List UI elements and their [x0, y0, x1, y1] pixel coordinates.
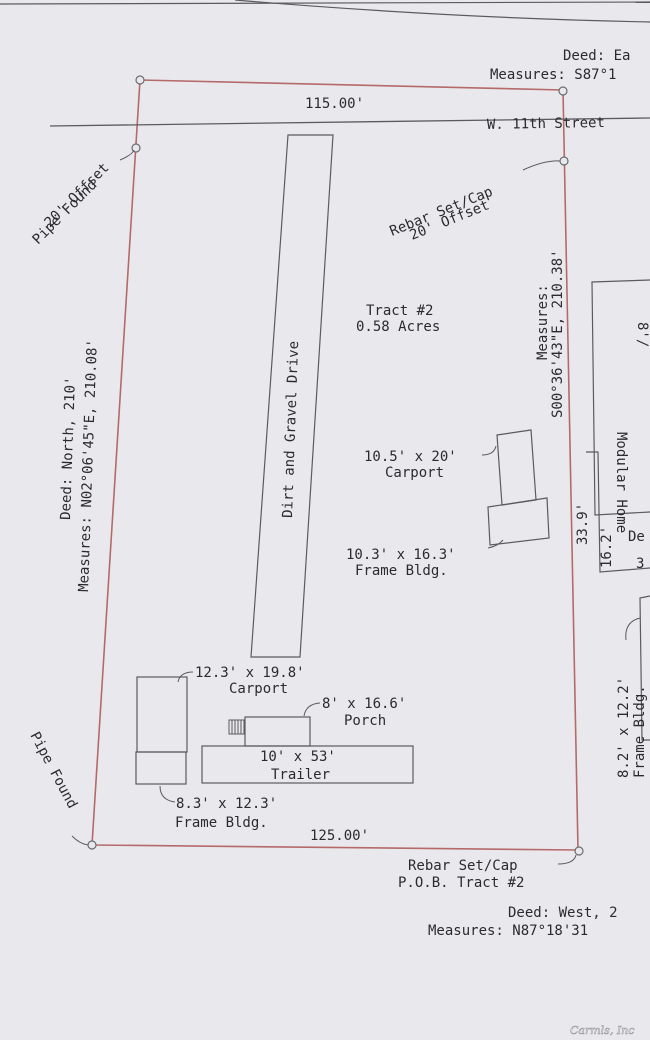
- rebar-top-leader: [522, 160, 561, 171]
- frame-bldg-left-outline: [135, 751, 187, 785]
- pipe-found-leader: [119, 149, 135, 161]
- dirt-gravel-drive: [250, 134, 334, 658]
- tract-name: Tract #2: [366, 303, 433, 319]
- rebar-bottom-label: Rebar Set/Cap: [408, 858, 518, 874]
- carport-right-label: Carport: [385, 465, 444, 481]
- porch-dim: 8' x 16.6': [322, 696, 406, 712]
- carport-right-outline: [496, 429, 537, 506]
- watermark-logo: Carmls, Inc: [570, 1024, 634, 1037]
- frame-right-dim: 10.3' x 16.3': [346, 547, 456, 563]
- measures-north-text: Measures: S87°1: [490, 67, 616, 83]
- pob-label: P.O.B. Tract #2: [398, 875, 524, 891]
- porch-label: Porch: [344, 713, 386, 729]
- carport-right-dim: 10.5' x 20': [364, 449, 457, 465]
- carport-left-leader: [177, 671, 194, 683]
- frame-bldg-right-outline: [487, 497, 550, 546]
- property-boundary: [91, 79, 579, 851]
- steps-icon: [228, 719, 245, 735]
- three-partial-label: 3: [636, 556, 644, 572]
- offset-top-left-label: 20' Offset: [42, 160, 113, 231]
- carport-left-label: Carport: [229, 681, 288, 697]
- neighbor-bldg-leader: [625, 617, 641, 641]
- carport-left-dim: 12.3' x 19.8': [195, 665, 305, 681]
- trailer-label: Trailer: [271, 767, 330, 783]
- frame-left-leader: [159, 785, 176, 803]
- carport-right-leader: [481, 445, 497, 456]
- carport-left-outline: [136, 676, 188, 753]
- dim-33-9: 33.9': [575, 503, 591, 545]
- trailer-dim: 10' x 53': [260, 749, 336, 765]
- rebar-bottom-leader: [557, 854, 577, 865]
- east-measures-line1: Measures:: [535, 284, 551, 360]
- modular-home-label: Modular Home: [613, 432, 629, 533]
- north-dimension: 115.00': [305, 96, 364, 112]
- pipe-found-bottom-leader: [71, 835, 89, 846]
- top-edge-line: [0, 1, 650, 5]
- east-measures-line2: S00°36'43"E, 210.38': [550, 249, 566, 418]
- pipe-found-bottom-label: Pipe Found: [26, 729, 80, 811]
- dim-16-2: 16.2': [599, 526, 615, 568]
- frame-left-dim: 8.3' x 12.3': [176, 796, 277, 812]
- street-label: W. 11th Street: [487, 115, 605, 133]
- corner-pin-sw: [87, 840, 97, 850]
- west-measures-label: Measures: N02°06'45"E, 210.08': [76, 339, 101, 592]
- street-line: [49, 117, 650, 127]
- frame-left-label: Frame Bldg.: [175, 815, 268, 831]
- modular-home-outline: [591, 279, 650, 516]
- south-dimension: 125.00': [310, 828, 369, 844]
- deck-outline: [586, 451, 650, 573]
- offset-pin-right: [559, 156, 569, 166]
- porch-outline: [244, 716, 311, 747]
- top-curve-line: [234, 0, 650, 23]
- deed-south-text: Deed: West, 2: [508, 905, 618, 921]
- modular-partial-label: 8'/: [634, 322, 650, 347]
- west-deed-label: Deed: North, 210': [58, 376, 79, 520]
- porch-leader: [303, 702, 321, 717]
- corner-pin-nw: [135, 75, 145, 85]
- neighbor-bldg-label: Frame Bldg.: [632, 685, 648, 778]
- trailer-outline: [201, 745, 414, 784]
- corner-pin-ne: [558, 86, 568, 96]
- frame-right-leader: [487, 539, 504, 549]
- tract-area: 0.58 Acres: [356, 319, 440, 335]
- drive-label: Dirt and Gravel Drive: [280, 341, 302, 518]
- corner-pin-se: [574, 846, 584, 856]
- neighbor-bldg-outline: [639, 595, 650, 741]
- de-partial-label: De: [628, 529, 645, 545]
- frame-right-label: Frame Bldg.: [355, 563, 448, 579]
- measures-south-text: Measures: N87°18'31: [428, 923, 588, 939]
- deed-east-text: Deed: Ea: [563, 48, 630, 64]
- neighbor-bldg-dim: 8.2' x 12.2': [616, 677, 632, 778]
